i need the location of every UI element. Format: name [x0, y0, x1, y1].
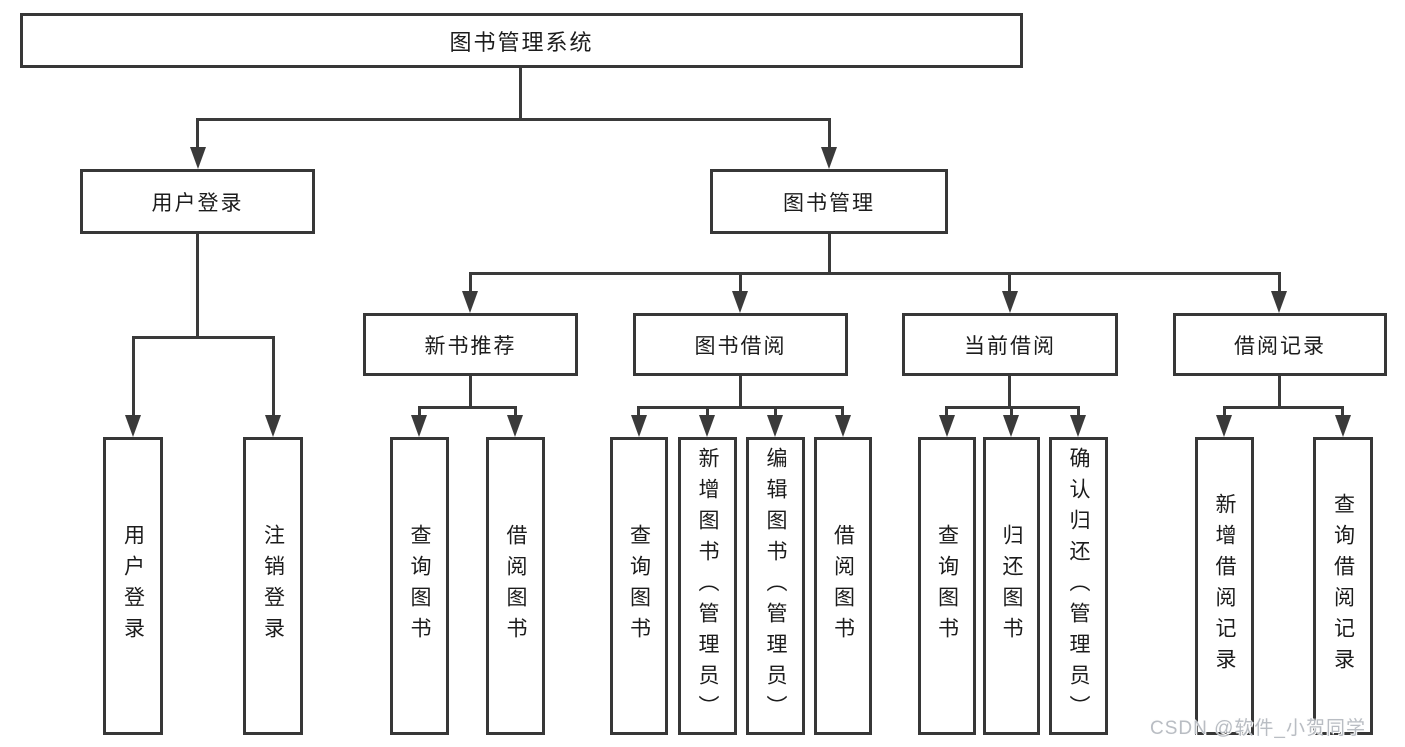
- leaf-bb-add-books-admin-label: 新增图书（管理员）: [696, 446, 719, 726]
- connector-to-new-book-recommend: [469, 272, 472, 291]
- connector-borrow-record-rail: [1223, 406, 1344, 409]
- connector-book-borrow-rail: [637, 406, 844, 409]
- leaf-logout: 注销登录: [243, 437, 303, 735]
- leaf-br-add-record: 新增借阅记录: [1195, 437, 1254, 735]
- connector-to-leaf-br-add: [1223, 406, 1226, 416]
- arrowhead-to-book-management: [821, 147, 837, 169]
- connector-to-leaf-bb-query: [637, 406, 640, 416]
- arrowhead-to-leaf-br-add: [1216, 415, 1232, 437]
- leaf-nb-query-books: 查询图书: [390, 437, 449, 735]
- connector-book-management-stem: [828, 234, 831, 272]
- node-borrow-record: 借阅记录: [1173, 313, 1387, 376]
- connector-to-leaf-nb-borrow: [514, 406, 517, 416]
- connector-to-book-borrow: [739, 272, 742, 291]
- node-book-borrow-label: 图书借阅: [694, 334, 787, 358]
- connector-to-leaf-user-login: [132, 336, 135, 415]
- arrowhead-to-leaf-user-login: [125, 415, 141, 437]
- node-root: 图书管理系统: [20, 13, 1023, 68]
- leaf-br-query-record-label: 查询借阅记录: [1331, 493, 1355, 679]
- connector-user-login-stem: [196, 234, 199, 336]
- leaf-logout-label: 注销登录: [261, 524, 285, 648]
- leaf-bb-query-books: 查询图书: [610, 437, 668, 735]
- connector-to-current-borrow: [1008, 272, 1011, 291]
- node-user-login: 用户登录: [80, 169, 315, 234]
- arrowhead-to-leaf-bb-query: [631, 415, 647, 437]
- csdn-watermark: CSDN @软件_小贺同学: [1150, 718, 1366, 739]
- leaf-nb-borrow-books-label: 借阅图书: [504, 524, 527, 648]
- node-current-borrow-label: 当前借阅: [964, 334, 1056, 358]
- arrowhead-to-new-book-recommend: [462, 291, 478, 313]
- leaf-cb-query-books: 查询图书: [918, 437, 976, 735]
- connector-new-book-stem: [469, 376, 472, 406]
- connector-to-user-login: [196, 118, 199, 147]
- connector-current-borrow-stem: [1008, 376, 1011, 406]
- leaf-cb-return-books: 归还图书: [983, 437, 1040, 735]
- node-new-book-recommend: 新书推荐: [363, 313, 578, 376]
- arrowhead-to-borrow-record: [1271, 291, 1287, 313]
- node-book-management-label: 图书管理: [783, 191, 875, 215]
- node-root-label: 图书管理系统: [449, 29, 594, 55]
- connector-to-borrow-record: [1278, 272, 1281, 291]
- connector-to-leaf-cb-query: [945, 406, 948, 416]
- connector-to-leaf-cb-confirm: [1077, 406, 1080, 416]
- arrowhead-to-leaf-br-query: [1335, 415, 1351, 437]
- node-borrow-record-label: 借阅记录: [1234, 334, 1326, 358]
- connector-borrow-record-stem: [1278, 376, 1281, 406]
- arrowhead-to-user-login: [190, 147, 206, 169]
- connector-to-leaf-nb-query: [418, 406, 421, 416]
- connector-to-leaf-bb-edit: [774, 406, 777, 416]
- arrowhead-to-leaf-cb-return: [1003, 415, 1019, 437]
- connector-root-stem: [519, 68, 522, 118]
- leaf-nb-borrow-books: 借阅图书: [486, 437, 545, 735]
- leaf-cb-return-books-label: 归还图书: [1000, 524, 1023, 648]
- arrowhead-to-leaf-nb-query: [411, 415, 427, 437]
- leaf-bb-add-books-admin: 新增图书（管理员）: [678, 437, 737, 735]
- connector-user-login-rail: [132, 336, 275, 339]
- connector-to-leaf-bb-borrow: [841, 406, 844, 416]
- arrowhead-to-leaf-bb-borrow: [835, 415, 851, 437]
- arrowhead-to-current-borrow: [1002, 291, 1018, 313]
- node-book-borrow: 图书借阅: [633, 313, 848, 376]
- arrowhead-to-leaf-bb-add: [699, 415, 715, 437]
- leaf-cb-confirm-return-admin: 确认归还（管理员）: [1049, 437, 1108, 735]
- leaf-cb-query-books-label: 查询图书: [935, 524, 959, 648]
- connector-level3-rail: [469, 272, 1281, 275]
- leaf-bb-query-books-label: 查询图书: [627, 524, 651, 648]
- node-book-management: 图书管理: [710, 169, 948, 234]
- arrowhead-to-leaf-nb-borrow: [507, 415, 523, 437]
- arrowhead-to-book-borrow: [732, 291, 748, 313]
- connector-to-leaf-cb-return: [1010, 406, 1013, 416]
- leaf-br-add-record-label: 新增借阅记录: [1213, 493, 1236, 679]
- leaf-nb-query-books-label: 查询图书: [408, 524, 431, 648]
- arrowhead-to-leaf-cb-query: [939, 415, 955, 437]
- node-user-login-label: 用户登录: [151, 191, 244, 215]
- leaf-cb-confirm-return-admin-label: 确认归还（管理员）: [1067, 446, 1090, 726]
- connector-to-leaf-br-query: [1341, 406, 1344, 416]
- arrowhead-to-leaf-bb-edit: [767, 415, 783, 437]
- connector-book-borrow-stem: [739, 376, 742, 406]
- connector-to-leaf-bb-add: [706, 406, 709, 416]
- connector-new-book-rail: [418, 406, 517, 409]
- connector-to-book-management: [828, 118, 831, 147]
- leaf-user-login: 用户登录: [103, 437, 163, 735]
- node-new-book-recommend-label: 新书推荐: [424, 334, 517, 358]
- arrowhead-to-leaf-logout: [265, 415, 281, 437]
- leaf-bb-borrow-books: 借阅图书: [814, 437, 872, 735]
- node-current-borrow: 当前借阅: [902, 313, 1118, 376]
- arrowhead-to-leaf-cb-confirm: [1070, 415, 1086, 437]
- leaf-br-query-record: 查询借阅记录: [1313, 437, 1373, 735]
- leaf-bb-edit-books-admin: 编辑图书（管理员）: [746, 437, 805, 735]
- leaf-bb-edit-books-admin-label: 编辑图书（管理员）: [764, 446, 787, 726]
- connector-to-leaf-logout: [272, 336, 275, 415]
- connector-level2-rail: [196, 118, 831, 121]
- leaf-user-login-label: 用户登录: [121, 524, 145, 648]
- leaf-bb-borrow-books-label: 借阅图书: [831, 524, 855, 648]
